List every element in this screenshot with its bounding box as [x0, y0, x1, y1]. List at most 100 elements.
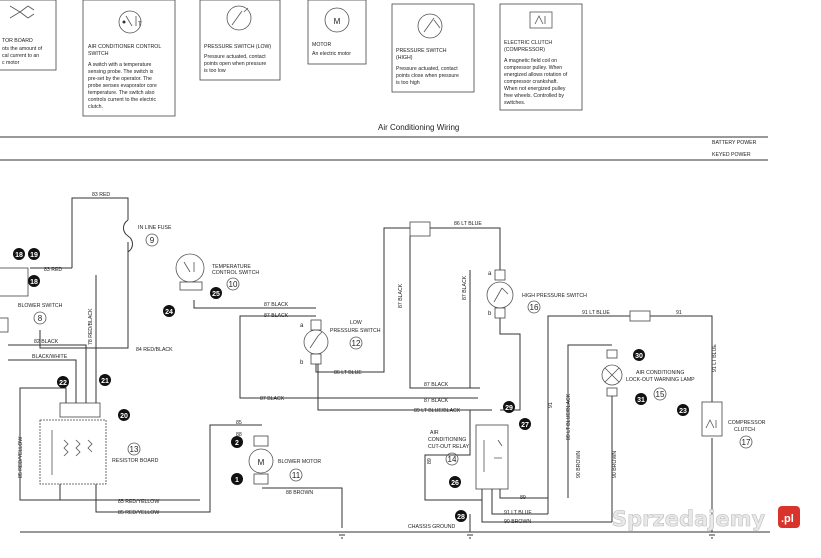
connector-badge-25: 25 — [210, 287, 222, 299]
wire-label-87-black-4: 87 BLACK — [424, 382, 449, 388]
wire-label-90-brown-v: 90 BROWN — [576, 451, 582, 478]
legend-row: TOR BOARD ots the amount of cal current … — [0, 0, 583, 117]
badge-text-26: 26 — [451, 480, 459, 487]
wire-label-88-brown: 88 BROWN — [286, 490, 313, 496]
in-line-fuse-num: 9 — [150, 236, 155, 245]
high-pressure-b-mark: b — [488, 311, 492, 317]
low-pressure-a-mark: a — [300, 323, 304, 329]
temp-switch-num: 10 — [229, 280, 238, 289]
chassis-ground-label: CHASSIS GROUND — [408, 524, 456, 530]
legend-motor-board-desc-2: cal current to an — [2, 53, 39, 59]
resistor-board: RESISTOR BOARD 13 — [39, 402, 159, 485]
low-pressure-switch: a b LOW PRESSURE SWITCH 12 — [300, 319, 381, 366]
temp-switch-label-1: TEMPERATURE — [212, 264, 251, 270]
temp-switch-label-2: CONTROL SWITCH — [212, 270, 259, 276]
badge-text-18: 18 — [15, 252, 23, 259]
watermark-suffix: .pl — [781, 513, 794, 525]
temperature-control-switch: TEMPERATURE CONTROL SWITCH 10 — [175, 253, 259, 291]
wire-label-85-red-yellow-2: 85 RED/YELLOW — [118, 510, 159, 516]
connector-badge-29: 29 — [503, 401, 515, 413]
cutout-relay: AIR CONDITIONING CUT-OUT RELAY 14 — [428, 424, 509, 490]
legend-ac-desc-7: clutch. — [88, 104, 103, 110]
legend-ac-title-1: AIR CONDITIONER CONTROL — [88, 44, 161, 50]
wire-label-88: 88 — [236, 432, 242, 438]
battery-power-label: BATTERY POWER — [712, 140, 757, 146]
relay-label-3: CUT-OUT RELAY — [428, 444, 470, 450]
legend-psl-desc-1: Pressure actuated, contact — [204, 54, 266, 60]
watermark-badge — [778, 506, 800, 528]
wire-label-86-lt-blue: 86 LT BLUE — [334, 370, 362, 376]
legend-ac-title-2: SWITCH — [88, 51, 109, 57]
connector-badge-27: 27 — [519, 418, 531, 430]
legend-psh-desc-3: is too high — [396, 80, 420, 86]
badge-text-24: 24 — [165, 309, 173, 316]
legend-motor-desc: An electric motor — [312, 51, 351, 57]
clutch-num: 17 — [742, 438, 751, 447]
legend-psh-title-2: (HIGH) — [396, 55, 413, 61]
wire-label-90-brown: 90 BROWN — [504, 519, 531, 525]
badge-text-2: 2 — [235, 440, 239, 447]
blower-motor-label: BLOWER MOTOR — [278, 459, 321, 465]
legend-ac-desc-6: controls current to the electric — [88, 97, 156, 103]
legend-clutch-desc-6: free wheels. Controlled by — [504, 93, 564, 99]
legend-motor-board-desc-3: c motor — [2, 60, 20, 66]
relay-num: 14 — [448, 455, 457, 464]
wire-label-85: 85 — [236, 420, 242, 426]
wire-label-89-b: 89 — [427, 458, 433, 464]
badge-text-23: 23 — [679, 408, 687, 415]
legend-motor-board-desc-1: ots the amount of — [2, 46, 43, 52]
wire-label-87-black-2: 87 BLACK — [264, 313, 289, 319]
legend-psh-desc-2: points close when pressure — [396, 73, 459, 79]
lamp-num: 15 — [656, 390, 665, 399]
low-pressure-label-1: LOW — [350, 320, 362, 326]
wire-label-82-black: 82 BLACK — [34, 339, 59, 345]
clutch-label-2: CLUTCH — [734, 427, 755, 433]
badge-text-1: 1 — [235, 477, 239, 484]
wire-label-91: 91 — [676, 310, 682, 316]
connector-badge-19: 19 — [28, 248, 40, 260]
wire-label-83-red: 83 RED — [92, 192, 110, 198]
wire-label-89: 89 — [520, 495, 526, 501]
high-pressure-a-mark: a — [488, 271, 492, 277]
badge-text-27: 27 — [521, 422, 529, 429]
legend-ac-desc-3: pre-set by the operator. The — [88, 76, 152, 82]
wire-label-83-red-b: 83 RED — [44, 267, 62, 273]
connector-badge-1: 1 — [231, 473, 243, 485]
legend-ac-desc-5: temperature. The switch also — [88, 90, 155, 96]
ground-symbols — [338, 531, 716, 539]
connector-badge-18: 18 — [13, 248, 25, 260]
wire-label-black-white: BLACK/WHITE — [32, 354, 68, 360]
clutch-label-1: COMPRESSOR — [728, 420, 766, 426]
wire-label-90-brown-v2: 90 BROWN — [612, 451, 618, 478]
wire-label-87-black-v2: 87 BLACK — [462, 275, 468, 300]
wiring: 83 RED 84 RED/BLACK 83 RED 78 RED/BLACK … — [8, 192, 770, 533]
resistor-board-label: RESISTOR BOARD — [112, 458, 159, 464]
wire-label-89-lt-blue-black: 89 LT BLUE/BLACK — [414, 408, 461, 414]
legend-pressure-switch-high: PRESSURE SWITCH (HIGH) Pressure actuated… — [391, 3, 475, 93]
watermark: Sprzedajemy .pl — [612, 506, 800, 531]
diagram-title: Air Conditioning Wiring — [378, 123, 459, 132]
wire-label-87-black-v: 87 BLACK — [398, 283, 404, 308]
in-line-fuse-label: IN LINE FUSE — [138, 225, 172, 231]
badge-text-19: 19 — [30, 252, 38, 259]
connector-badge-22: 22 — [57, 376, 69, 388]
legend-ac-t-mark: T — [138, 22, 142, 28]
relay-label-1: AIR — [430, 430, 439, 436]
watermark-text: Sprzedajemy — [612, 507, 766, 531]
relay-label-2: CONDITIONING — [428, 437, 466, 443]
legend-ac-desc-1: A switch with a temperature — [88, 62, 152, 68]
resistor-board-num: 13 — [130, 445, 139, 454]
wire-label-91-lt-blue: 91 LT BLUE — [582, 310, 610, 316]
connector-badge-26: 26 — [449, 476, 461, 488]
lockout-warning-lamp: AIR CONDITIONING LOCK-OUT WARNING LAMP 1… — [601, 310, 695, 401]
legend-electric-clutch: ELECTRIC CLUTCH (COMPRESSOR) A magnetic … — [499, 3, 583, 111]
wire-label-87-black-5: 87 BLACK — [424, 398, 449, 404]
wire-label-85-red-yellow-1: 85 RED/YELLOW — [118, 499, 159, 505]
legend-psl-title: PRESSURE SWITCH (LOW) — [204, 44, 271, 50]
lamp-label-2: LOCK-OUT WARNING LAMP — [626, 377, 695, 383]
blower-motor-num: 11 — [292, 471, 301, 480]
legend-clutch-desc-2: compressor pulley. When — [504, 65, 562, 71]
compressor-clutch: COMPRESSOR CLUTCH 17 — [701, 401, 766, 449]
legend-clutch-desc-3: energized allows rotation of — [504, 72, 568, 78]
low-pressure-label-2: PRESSURE SWITCH — [330, 328, 381, 334]
